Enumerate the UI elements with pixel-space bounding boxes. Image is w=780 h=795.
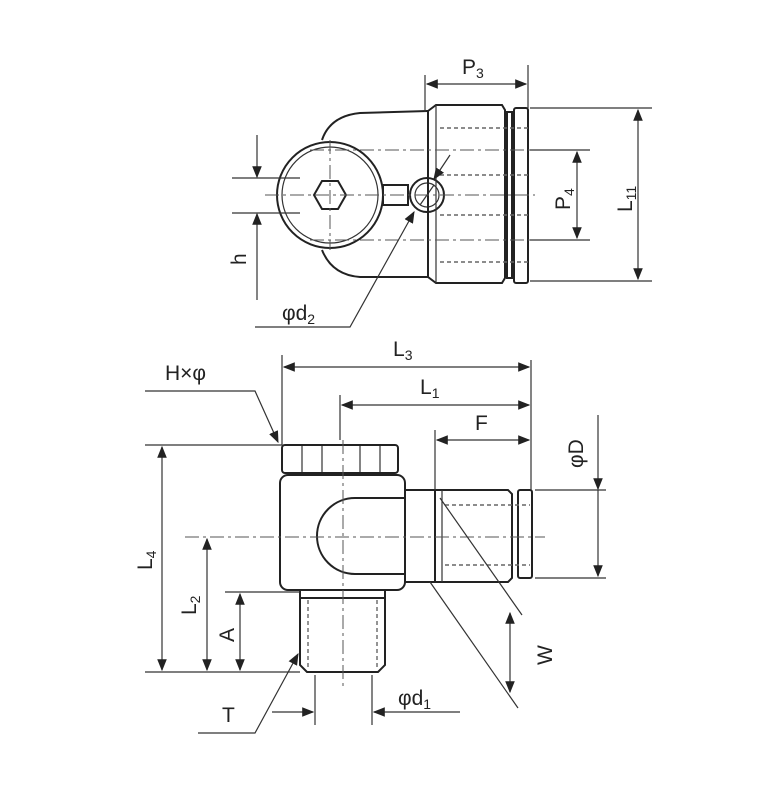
phid-label: φD: [565, 439, 588, 468]
collet-neck: [404, 489, 436, 583]
extension-line: [429, 581, 519, 709]
hex-nut: [281, 444, 399, 474]
a-label: A: [216, 628, 239, 642]
l1-label: L1: [420, 376, 440, 401]
f-label: F: [475, 412, 488, 435]
elbow-outline-top: [321, 110, 429, 141]
hphi-label: H×φ: [165, 362, 206, 385]
h-label: h: [228, 253, 251, 265]
top-view: P3 L11 P4 h φd2: [228, 56, 652, 328]
collet-body-front: [434, 489, 513, 583]
l11-label: L11: [614, 186, 639, 212]
l2-label: L2: [178, 595, 203, 615]
d1-label: φd1: [398, 687, 431, 712]
l4-label: L4: [134, 550, 159, 570]
elbow-outline-bottom: [321, 249, 428, 278]
release-flange-front: [517, 489, 533, 579]
elbow-bore: [316, 497, 405, 575]
p4-label: P4: [552, 188, 577, 210]
w-label: W: [534, 645, 557, 665]
front-view: L3 L1 F φD H×φ L4 L2 A W: [134, 338, 606, 734]
hphi-leader: [145, 390, 279, 444]
t-leader: [198, 652, 299, 734]
d2-leader: [255, 210, 415, 328]
d2-arrow: [433, 154, 451, 180]
extension-line: [439, 497, 523, 616]
p3-label: P3: [462, 56, 484, 81]
d2-label: φd2: [282, 302, 315, 327]
t-label: T: [222, 704, 235, 727]
collet-body: [427, 104, 506, 284]
l3-label: L3: [393, 338, 413, 363]
collet-ring: [506, 111, 513, 279]
